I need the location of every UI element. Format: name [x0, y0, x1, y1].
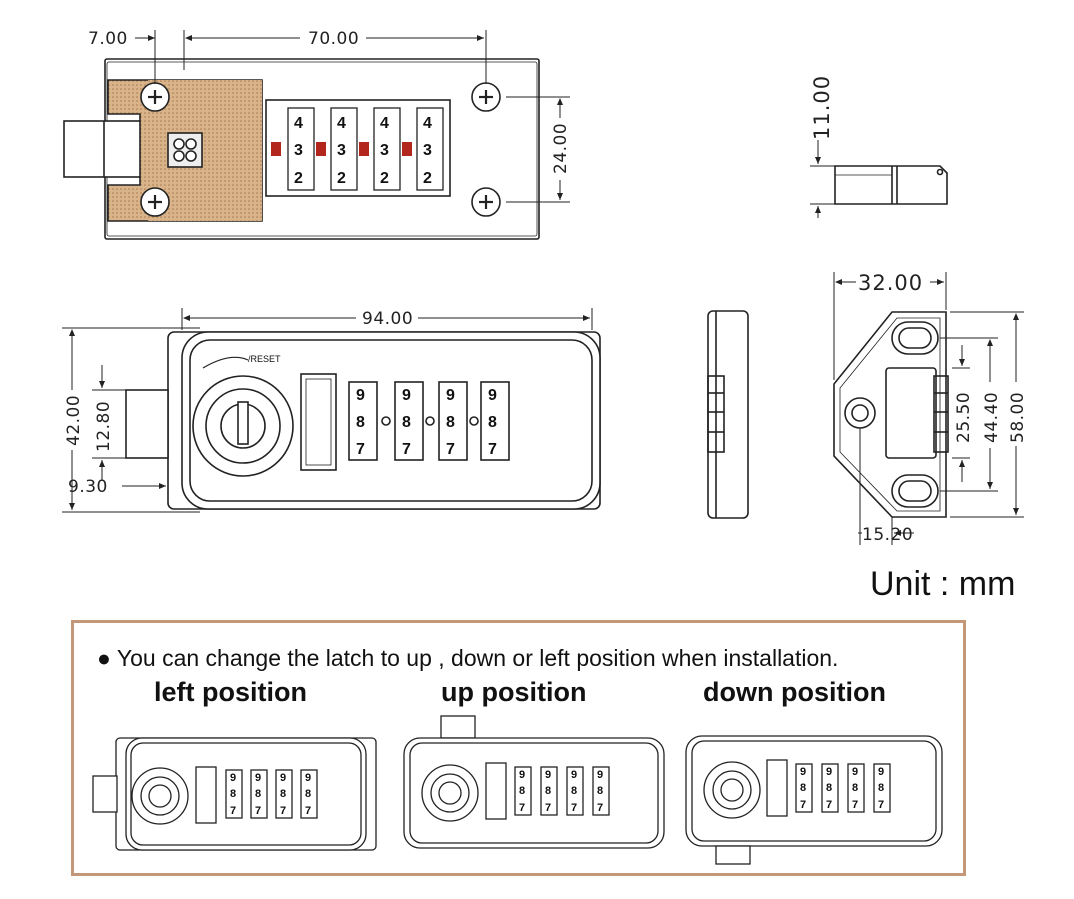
svg-text:9: 9 — [519, 769, 525, 781]
svg-text:7: 7 — [571, 802, 577, 814]
reset-label: /RESET — [248, 354, 281, 364]
wheel-digit: 3 — [294, 142, 303, 159]
svg-text:7: 7 — [519, 802, 525, 814]
installation-frame — [71, 620, 966, 876]
mini-wheels-up: 9 8 7 9 8 7 9 8 7 9 8 7 — [519, 769, 603, 814]
mini-lock-down — [685, 735, 943, 865]
mini-wheels-down: 9 8 7 9 8 7 9 8 7 9 8 7 — [800, 766, 884, 811]
front-latch — [125, 389, 169, 459]
svg-text:9: 9 — [800, 766, 806, 778]
dim-latch-offset: 9.30 — [68, 477, 108, 497]
svg-text:8: 8 — [852, 782, 858, 794]
wheel-digit: 4 — [380, 115, 389, 132]
svg-text:7: 7 — [800, 799, 806, 811]
wheel-digit: 3 — [380, 142, 389, 159]
svg-text:7: 7 — [280, 805, 286, 817]
svg-text:9: 9 — [852, 766, 858, 778]
dim-width: 94.00 — [362, 309, 413, 329]
wheel-digit: 9 — [446, 387, 455, 404]
dim-thickness: 11.00 — [810, 75, 834, 140]
mini-lock-up — [403, 715, 665, 849]
svg-text:9: 9 — [305, 772, 311, 784]
svg-text:9: 9 — [230, 772, 236, 784]
svg-text:7: 7 — [878, 799, 884, 811]
wheel-digit: 2 — [294, 170, 303, 187]
svg-text:9: 9 — [878, 766, 884, 778]
svg-text:8: 8 — [230, 788, 236, 800]
dim-back-d4: 15.20 — [862, 525, 913, 545]
wheel-digit: 4 — [294, 115, 303, 132]
svg-text:9: 9 — [826, 766, 832, 778]
svg-text:8: 8 — [826, 782, 832, 794]
svg-text:8: 8 — [878, 782, 884, 794]
svg-text:7: 7 — [305, 805, 311, 817]
wheel-digit: 4 — [337, 115, 346, 132]
top-wheels: 4 3 2 4 3 2 4 3 2 4 3 2 — [271, 107, 444, 191]
dim-back-d3: 58.00 — [1008, 392, 1028, 443]
down-position-title: down position — [703, 677, 886, 707]
dim-back-d1: 25.50 — [954, 392, 974, 443]
top-latch — [63, 120, 143, 178]
wheel-digit: 8 — [356, 414, 365, 431]
svg-text:7: 7 — [826, 799, 832, 811]
installation-note: ● You can change the latch to up , down … — [97, 645, 839, 671]
svg-text:8: 8 — [519, 785, 525, 797]
svg-text:9: 9 — [545, 769, 551, 781]
wheel-digit: 7 — [356, 441, 365, 458]
dim-height: 24.00 — [551, 123, 571, 174]
svg-text:9: 9 — [255, 772, 261, 784]
wheel-digit: 9 — [488, 387, 497, 404]
mini-lock-left — [92, 737, 377, 851]
wheel-digit: 7 — [402, 441, 411, 458]
svg-text:9: 9 — [280, 772, 286, 784]
wheel-digit: 8 — [402, 414, 411, 431]
wheel-digit: 9 — [402, 387, 411, 404]
side-view — [707, 310, 749, 519]
svg-text:7: 7 — [852, 799, 858, 811]
svg-text:9: 9 — [571, 769, 577, 781]
svg-text:8: 8 — [280, 788, 286, 800]
front-view — [125, 331, 601, 510]
wheel-digit: 8 — [488, 414, 497, 431]
svg-text:9: 9 — [597, 769, 603, 781]
svg-text:8: 8 — [255, 788, 261, 800]
dim-latch-height: 12.80 — [94, 401, 114, 452]
side-view-small — [810, 140, 948, 218]
dim-front-height: 42.00 — [64, 395, 84, 446]
up-position-title: up position — [441, 677, 587, 707]
svg-text:8: 8 — [571, 785, 577, 797]
wheel-digit: 2 — [380, 170, 389, 187]
back-view — [833, 311, 949, 518]
svg-text:7: 7 — [597, 802, 603, 814]
left-position-title: left position — [154, 677, 307, 707]
wheel-digit: 7 — [446, 441, 455, 458]
wheel-digit: 3 — [337, 142, 346, 159]
svg-text:8: 8 — [800, 782, 806, 794]
svg-text:8: 8 — [597, 785, 603, 797]
wheel-digit: 8 — [446, 414, 455, 431]
wheel-digit: 2 — [337, 170, 346, 187]
wheel-digit: 4 — [423, 115, 432, 132]
wheel-digit: 3 — [423, 142, 432, 159]
dim-back-d2: 44.40 — [982, 392, 1002, 443]
dim-hole-spacing: 70.00 — [308, 29, 359, 49]
svg-text:7: 7 — [255, 805, 261, 817]
svg-text:7: 7 — [545, 802, 551, 814]
mini-wheels-left: 9 8 7 9 8 7 9 8 7 9 8 7 — [230, 772, 311, 817]
front-wheels: 9 8 7 9 8 7 9 8 7 9 8 7 — [356, 387, 497, 458]
svg-text:8: 8 — [545, 785, 551, 797]
dim-offset: 7.00 — [88, 29, 128, 49]
wheel-digit: 7 — [488, 441, 497, 458]
unit-label: Unit : mm — [870, 565, 1016, 603]
svg-text:7: 7 — [230, 805, 236, 817]
dim-back-width: 32.00 — [858, 271, 923, 295]
center-block — [167, 132, 203, 168]
svg-text:8: 8 — [305, 788, 311, 800]
wheel-digit: 9 — [356, 387, 365, 404]
wheel-digit: 2 — [423, 170, 432, 187]
